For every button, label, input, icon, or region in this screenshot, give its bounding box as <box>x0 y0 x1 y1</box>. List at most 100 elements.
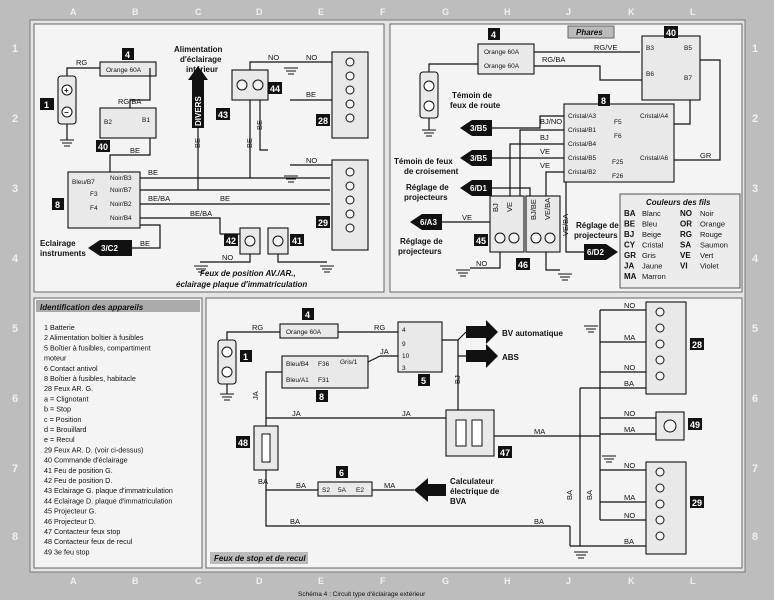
appareil-item: 41 Feu de position G. <box>44 466 113 475</box>
grid-number: 3 <box>752 183 758 195</box>
wire-label: BE <box>255 120 264 130</box>
grid-letter: K <box>628 576 635 586</box>
appareil-item: a = Clignotant <box>44 394 89 403</box>
lighting-switch-40-right: B3 B5 B6 B7 40 <box>641 26 701 101</box>
legend-color: Vert <box>700 251 714 260</box>
pin-label: Cristal/A4 <box>640 113 669 120</box>
appareil-item: 43 Eclairage G. plaque d'immatriculation <box>44 486 173 495</box>
reglage-label: Réglage de <box>406 183 449 192</box>
wire-label: BA <box>296 481 306 490</box>
battery-1: + − 1 <box>40 75 77 125</box>
legend-code: GR <box>624 251 636 260</box>
pin-label: Cristal/B4 <box>568 141 597 148</box>
wire-label: BE <box>220 194 230 203</box>
legend-color: Violet <box>700 262 720 271</box>
panel-title: Phares <box>576 28 603 37</box>
grid-letter: J <box>566 576 571 586</box>
component-number: 47 <box>500 448 510 458</box>
wire-label: RG <box>252 323 263 332</box>
grid-letter: L <box>690 576 696 586</box>
fuse-label: Orange 60A <box>484 49 520 56</box>
arrow-3-b5-a: 3/B5 <box>460 120 492 136</box>
wire-label: BA <box>534 517 544 526</box>
pin-label: B5 <box>684 45 692 52</box>
grid-letter: A <box>70 576 77 586</box>
wire-label: RG <box>374 323 385 332</box>
wire-label: BE <box>130 146 140 155</box>
wire-label: BE <box>140 239 150 248</box>
appareil-item: 47 Contacteur feux stop <box>44 527 120 536</box>
pin-label: F31 <box>318 377 330 384</box>
pin-label: Bleu/B4 <box>286 361 309 368</box>
wire-label: BA <box>624 537 634 546</box>
legend-code: CY <box>624 241 636 250</box>
pin-label: B2 <box>104 119 112 126</box>
wire-label: JA <box>380 347 389 356</box>
alim-label: d'éclairage <box>180 55 222 64</box>
wire-label: BJ/NO <box>540 117 562 126</box>
wire-label: BA <box>290 517 300 526</box>
legend-code: VI <box>680 262 688 271</box>
appareil-item: b = Stop <box>44 405 71 414</box>
arrow-ref: 3/B5 <box>470 124 487 133</box>
legend-color: Saumon <box>700 241 728 250</box>
wire-label: BA <box>624 379 634 388</box>
appareil-item: 48 Contacteur feux de recul <box>44 537 133 546</box>
grid-letter: B <box>132 576 139 586</box>
appareil-item: 29 Feux AR. D. (voir ci-dessus) <box>44 445 143 454</box>
grid-letter: J <box>566 7 571 17</box>
wire-label: RG/BA <box>542 55 565 64</box>
grid-number: 3 <box>12 183 18 195</box>
arrow-3-b5-b: 3/B5 <box>460 150 492 166</box>
fusebox-8-right: Cristal/A3 Cristal/B1 Cristal/B4 Cristal… <box>563 94 675 183</box>
svg-text:9: 9 <box>402 341 406 348</box>
wire-label: VE <box>505 202 514 212</box>
pin-label: Cristal/A3 <box>568 113 597 120</box>
wire-label: VE <box>540 147 550 156</box>
grid-number: 2 <box>12 113 18 125</box>
grid-number: 6 <box>752 393 758 405</box>
wire-label: VE <box>462 213 472 222</box>
wire-label: MA <box>384 481 395 490</box>
appareil-item: e = Recul <box>44 435 75 444</box>
alim-label: intérieur <box>186 65 218 74</box>
grid-letter: C <box>195 7 202 17</box>
component-number: 40 <box>98 142 108 152</box>
component-number: 28 <box>692 340 702 350</box>
calc-label: BVA <box>450 497 467 506</box>
rear-lamp-28-bottom: 28 <box>645 301 704 395</box>
component-number: 6 <box>339 468 344 478</box>
temoin-label: Témoin de feux <box>394 157 453 166</box>
panel-identification <box>33 297 203 569</box>
component-number: 1 <box>243 352 248 362</box>
pin-label: Cristal/A6 <box>640 155 669 162</box>
arrow-6-a3: 6/A3 <box>410 214 442 230</box>
fuse-4: Orange 60A 4 <box>99 48 157 77</box>
wire-label: GR <box>700 151 712 160</box>
abs-arrow: ABS <box>466 344 520 368</box>
fusebox-8-bottom: Bleu/B4 F36 Gris/1 Bleu/A1 F31 8 <box>281 355 369 402</box>
eclairage-label: instruments <box>40 249 86 258</box>
pin-label: Cristal/B1 <box>568 127 597 134</box>
component-number: 48 <box>238 438 248 448</box>
svg-text:10: 10 <box>402 353 410 360</box>
pin-label: Bleu/A1 <box>286 377 309 384</box>
component-number: 41 <box>292 236 302 246</box>
wire-label: VE/BA <box>543 198 552 220</box>
bv-automatique-arrow: BV automatique <box>466 320 563 344</box>
pin-label: 5A <box>338 487 347 494</box>
reglage-label: projecteurs <box>404 193 448 202</box>
wire-label: BJ <box>540 133 549 142</box>
wire-label: BE <box>306 90 316 99</box>
component-number: 43 <box>218 110 228 120</box>
wire-label: MA <box>534 427 545 436</box>
grid-number: 5 <box>752 323 758 335</box>
bv-auto-label: BV automatique <box>502 329 563 338</box>
wire-label: RG <box>76 58 87 67</box>
wire-label: BJ/BE <box>529 199 538 220</box>
svg-text:−: − <box>64 108 69 117</box>
appareil-item: c = Position <box>44 415 81 424</box>
pin-label: B7 <box>684 75 692 82</box>
component-number: 8 <box>55 200 60 210</box>
legend-color: Beige <box>642 230 661 239</box>
